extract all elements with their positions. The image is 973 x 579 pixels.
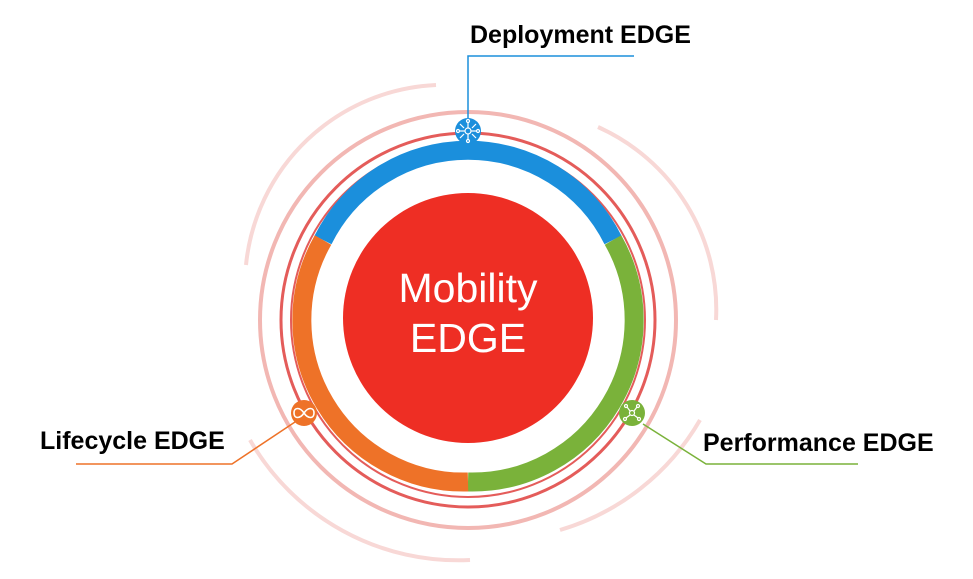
deployment-arc [314,140,622,245]
center-title-line1: Mobility [399,265,538,311]
network-hub-icon [455,118,481,144]
lifecycle-label: Lifecycle EDGE [40,427,225,455]
infinity-loop-icon [291,400,317,426]
connected-nodes-icon [619,400,645,426]
outer-faint-arc-right [597,125,719,321]
center-title-line2: EDGE [410,315,526,361]
performance-leader-line [642,423,858,465]
deployment-label: Deployment EDGE [470,21,691,49]
outer-faint-arc-bottom [559,418,702,532]
deployment-leader-line [467,55,634,118]
performance-label: Performance EDGE [703,429,934,457]
performance-arc [467,235,644,492]
lifecycle-leader-line [76,421,296,465]
mobility-edge-core [343,193,593,443]
outer-faint-arc-left [244,83,437,266]
outer-faint-arc-bottom-left [248,439,471,563]
lifecycle-arc [292,235,469,492]
